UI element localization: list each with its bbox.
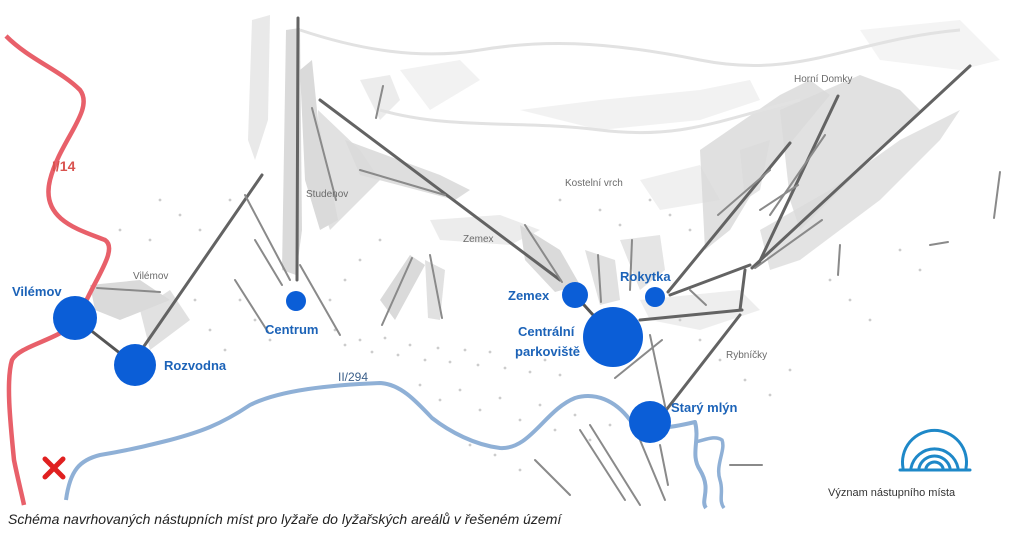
red-cross-icon [42, 456, 66, 480]
label-rozvodna: Rozvodna [164, 358, 227, 373]
node-stary-mlyn[interactable] [629, 401, 671, 443]
road-ii294 [64, 381, 708, 510]
node-rokytka[interactable] [645, 287, 665, 307]
node-centrum[interactable] [286, 291, 306, 311]
label-vilemov: Vilémov [12, 284, 62, 299]
concentric-arcs-icon [898, 428, 972, 472]
figure-caption: Schéma navrhovaných nástupních míst pro … [8, 511, 562, 527]
legend-label: Význam nástupního místa [828, 487, 956, 499]
access-point-nodes [53, 282, 671, 443]
ski-lifts [138, 16, 972, 420]
label-centrum: Centrum [265, 322, 318, 337]
node-centralni-parkoviste[interactable] [583, 307, 643, 367]
label-centralni-line1: Centrální [518, 324, 575, 339]
label-rybnicky: Rybníčky [726, 350, 767, 361]
node-vilemov[interactable] [53, 296, 97, 340]
label-centralni-line2: parkoviště [515, 344, 580, 359]
label-kostelni-vrch: Kostelní vrch [565, 178, 623, 189]
settlement-dots [118, 198, 922, 472]
label-road-i14: I/14 [52, 158, 76, 174]
label-rokytka: Rokytka [620, 269, 671, 284]
road-ii294-branch [694, 436, 726, 510]
node-zemex[interactable] [562, 282, 588, 308]
label-road-ii294: II/294 [338, 370, 368, 384]
label-vilemov-area: Vilémov [133, 271, 168, 282]
label-stary-mlyn: Starý mlýn [671, 400, 738, 415]
terrain-outline [299, 28, 961, 135]
label-zemex: Zemex [508, 288, 550, 303]
node-rozvodna[interactable] [114, 344, 156, 386]
road-i14 [4, 34, 112, 506]
label-studenov: Studenov [306, 189, 348, 200]
ski-area-map: Horní Domky Studenov Kostelní vrch Zemex… [4, 15, 1001, 510]
label-zemex-area: Zemex [463, 234, 494, 245]
ski-lifts-minor [96, 85, 1001, 506]
label-horni-domky: Horní Domky [794, 74, 852, 85]
